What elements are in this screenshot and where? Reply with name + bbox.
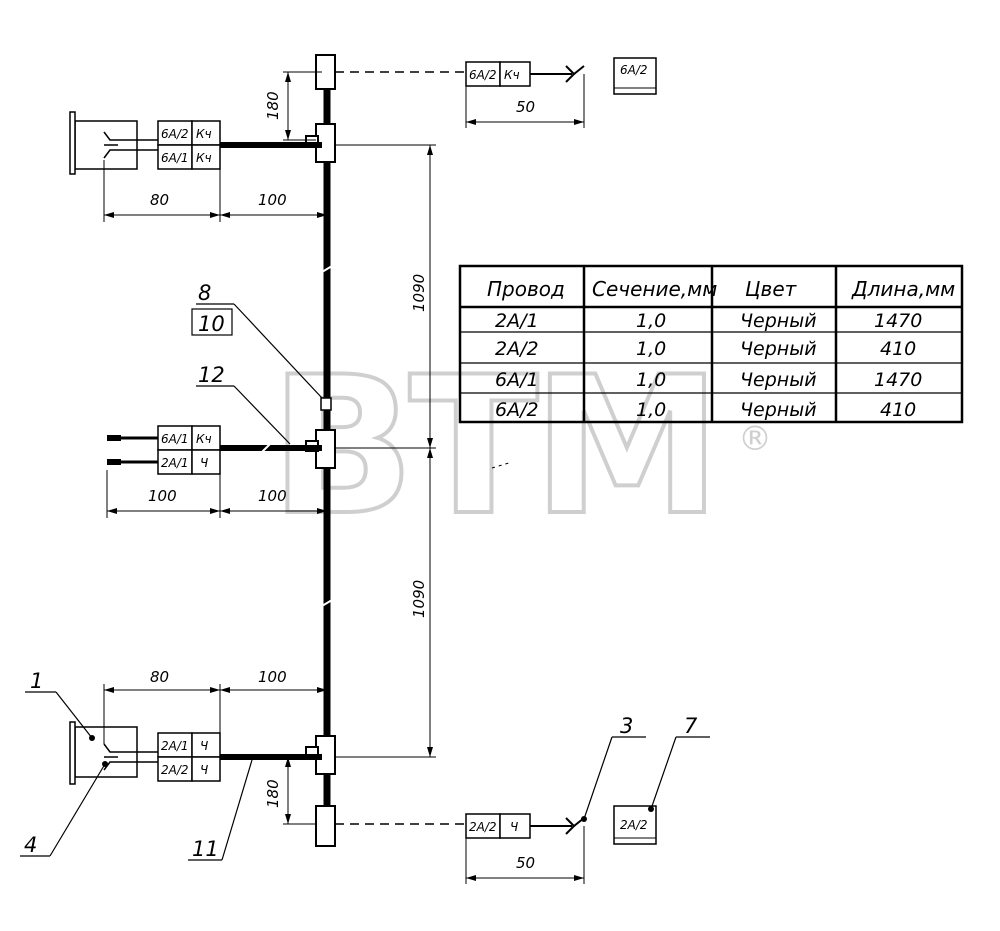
watermark-registered-mark: ® (738, 419, 772, 459)
box-tag: 6A/2 (620, 63, 648, 77)
table-cell: Черный (740, 369, 817, 391)
tag-wire: 6A/1 (161, 151, 189, 165)
label-1: 1 (30, 669, 43, 693)
dim-50-top: 50 (516, 98, 535, 116)
dim-80-top: 80 (150, 191, 169, 209)
watermark-text: BTM (270, 336, 716, 557)
tag-wire: 6A/1 (161, 432, 189, 446)
table-cell: 1,0 (636, 369, 666, 391)
table-cell: 1,0 (636, 338, 666, 360)
table-cell: 1470 (874, 310, 922, 332)
table-cell: 2A/2 (495, 338, 539, 360)
table-cell: 1470 (874, 369, 922, 391)
label-4: 4 (24, 833, 37, 857)
tag-wire: 2A/2 (161, 763, 189, 777)
dim-1090-upper: 1090 (410, 274, 428, 312)
tag-color: Ч (200, 763, 208, 777)
box-tag: 2A/2 (620, 818, 648, 832)
table-cell: 1,0 (636, 399, 666, 421)
dim-1090-lower: 1090 (410, 580, 428, 618)
table-header: Цвет (745, 277, 798, 301)
dim-100-bottom: 100 (258, 668, 287, 686)
dim-180-top: 180 (264, 91, 282, 120)
label-8: 8 (198, 281, 211, 305)
label-3: 3 (620, 714, 633, 738)
table-cell: 2A/1 (495, 310, 539, 332)
table-cell: 1,0 (636, 310, 666, 332)
dim-100-mid-left: 100 (148, 487, 177, 505)
table-header: Провод (487, 277, 565, 301)
table-header: Сечение,мм (592, 277, 717, 301)
table-cell: 6A/2 (495, 399, 539, 421)
label-7: 7 (684, 714, 698, 738)
tag-color: Кч (504, 68, 520, 82)
dim-80-bottom: 80 (150, 668, 169, 686)
label-10: 10 (198, 312, 225, 336)
table-cell: 410 (880, 399, 916, 421)
label-12: 12 (198, 363, 225, 387)
dim-180-bottom: 180 (264, 779, 282, 808)
branch-top-left: 6A/2 Кч 6A/1 Кч (69, 111, 322, 175)
watermark: BTM ® (268, 334, 772, 559)
branch-middle-left: 6A/1 Кч 2A/1 Ч (107, 425, 322, 475)
tag-wire: 6A/2 (469, 68, 497, 82)
table-cell: Черный (740, 310, 817, 332)
tag-wire: 6A/2 (161, 127, 189, 141)
table-cell: 6A/1 (495, 369, 539, 391)
tag-wire: 2A/2 (469, 820, 497, 834)
tag-color: Ч (510, 820, 518, 834)
table-cell: Черный (740, 338, 817, 360)
dim-50-bottom: 50 (516, 854, 535, 872)
tag-color: Ч (200, 456, 208, 470)
tag-color: Кч (196, 432, 212, 446)
dimension-arrows (104, 72, 584, 881)
branch-bottom-left: 2A/1 Ч 2A/2 Ч (69, 721, 322, 785)
dim-100-mid-right: 100 (258, 487, 287, 505)
branch-top-right: 6A/2 Кч 6A/2 (335, 57, 657, 95)
wire-table: Провод Сечение,мм Цвет Длина,мм 2A/1 1,0… (458, 264, 964, 424)
tag-color: Ч (200, 739, 208, 753)
tag-wire: 2A/1 (161, 739, 189, 753)
table-cell: Черный (740, 399, 817, 421)
table-cell: 410 (880, 338, 916, 360)
tag-color: Кч (196, 151, 212, 165)
tag-wire: 2A/1 (161, 456, 189, 470)
tag-color: Кч (196, 127, 212, 141)
dim-100-top: 100 (258, 191, 287, 209)
label-11: 11 (192, 837, 219, 861)
table-header: Длина,мм (851, 277, 955, 301)
branch-bottom-right: 2A/2 Ч 2A/2 (335, 805, 657, 845)
leaders (20, 303, 710, 861)
